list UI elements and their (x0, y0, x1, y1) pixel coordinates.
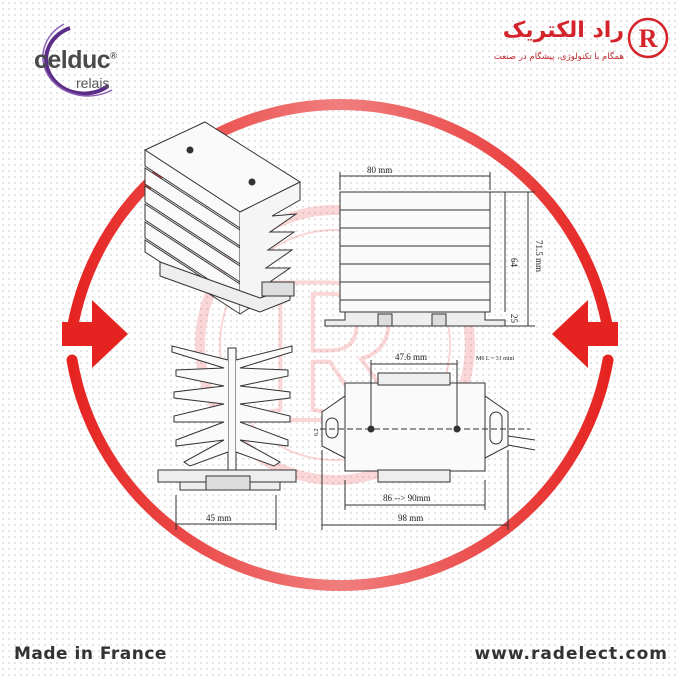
celduc-logo: celduc® relais (12, 20, 132, 100)
arrow-right-icon (62, 300, 128, 368)
dim-height-total: 71.5 mm (534, 240, 544, 272)
dim-overall: 98 mm (398, 513, 423, 523)
heatsink-isometric-view (143, 121, 302, 315)
cycle-arrows (62, 98, 618, 592)
dim-height-inner: 64 (509, 258, 519, 268)
rad-logo: راد الکتریک همگام با تکنولوژی، پیشگام در… (470, 12, 670, 68)
arrow-left-icon (552, 300, 618, 368)
registered-mark: ® (110, 50, 117, 61)
dim-base: 25 (509, 314, 519, 324)
dim-width-top: 80 mm (367, 165, 392, 175)
rad-logo-letter: R (639, 24, 658, 53)
dim-screw: M6 L = 31 mini (476, 356, 514, 362)
dim-offset: 6.2 (314, 429, 320, 437)
celduc-brand-text: celduc (34, 46, 111, 74)
heatsink-side-view (324, 172, 535, 327)
celduc-logo-icon (42, 23, 113, 97)
heatsink-front-view (157, 345, 297, 530)
rad-logo-icon: R (627, 17, 669, 59)
rad-slogan: همگام با تکنولوژی، پیشگام در صنعت (493, 52, 624, 62)
heatsink-top-view (320, 360, 536, 530)
website-link[interactable]: www.radelect.com (474, 644, 668, 664)
celduc-subtitle: relais (76, 75, 110, 91)
dim-hole-spacing: 47.6 mm (395, 352, 427, 362)
rad-brand-name: راد الکتریک (502, 18, 624, 43)
celduc-brand-name: celduc® (34, 46, 117, 75)
dim-front-width: 45 mm (206, 513, 231, 523)
made-in-france: Made in France (14, 644, 167, 664)
dim-rail: 86 --> 90mm (383, 493, 431, 503)
